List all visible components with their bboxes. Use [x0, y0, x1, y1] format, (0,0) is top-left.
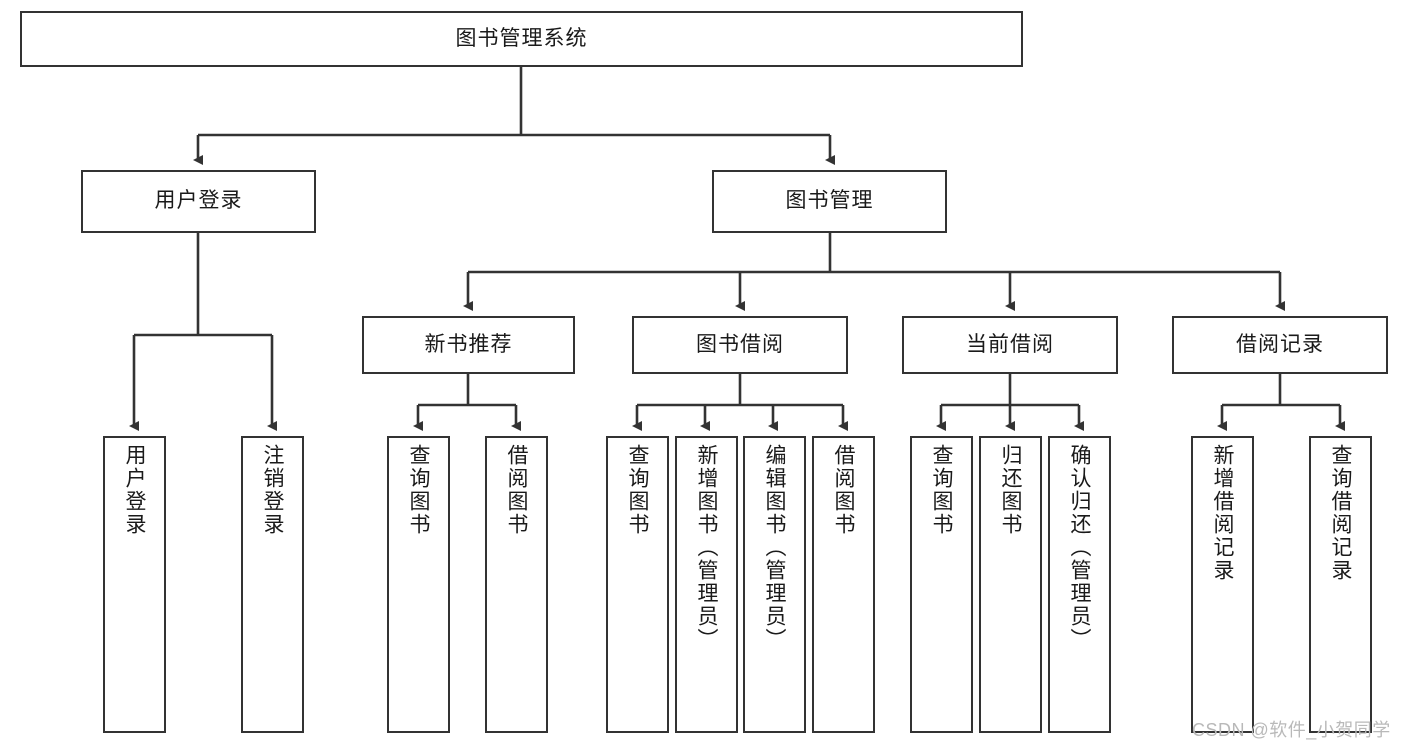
leaf-query-book-borrow-label: 查询图书	[626, 444, 649, 536]
node-current-borrow[interactable]: 当前借阅	[902, 316, 1118, 374]
leaf-query-borrow-record[interactable]: 查询借阅记录	[1309, 436, 1372, 733]
leaf-query-book-newbook[interactable]: 查询图书	[387, 436, 450, 733]
leaf-edit-book-admin-label: 编辑图书（管理员）	[763, 444, 786, 651]
leaf-query-book-current[interactable]: 查询图书	[910, 436, 973, 733]
leaf-logout[interactable]: 注销登录	[241, 436, 304, 733]
leaf-borrow-book-newbook[interactable]: 借阅图书	[485, 436, 548, 733]
leaf-borrow-book[interactable]: 借阅图书	[812, 436, 875, 733]
node-book-borrow[interactable]: 图书借阅	[632, 316, 848, 374]
leaf-borrow-book-label: 借阅图书	[832, 444, 855, 536]
node-root-label: 图书管理系统	[455, 26, 588, 50]
leaf-add-book-admin[interactable]: 新增图书（管理员）	[675, 436, 738, 733]
leaf-query-book-borrow[interactable]: 查询图书	[606, 436, 669, 733]
leaf-borrow-book-newbook-label: 借阅图书	[505, 444, 528, 536]
node-borrow-record[interactable]: 借阅记录	[1172, 316, 1388, 374]
node-user-login-label: 用户登录	[154, 189, 243, 213]
leaf-add-borrow-record[interactable]: 新增借阅记录	[1191, 436, 1254, 733]
node-root[interactable]: 图书管理系统	[20, 11, 1023, 67]
leaf-return-book[interactable]: 归还图书	[979, 436, 1042, 733]
leaf-add-borrow-record-label: 新增借阅记录	[1211, 444, 1234, 582]
node-new-book-recommend-label: 新书推荐	[424, 332, 513, 356]
node-new-book-recommend[interactable]: 新书推荐	[362, 316, 575, 374]
leaf-user-login-label: 用户登录	[123, 444, 146, 536]
node-user-login[interactable]: 用户登录	[81, 170, 316, 233]
node-book-borrow-label: 图书借阅	[696, 332, 784, 356]
leaf-logout-label: 注销登录	[261, 444, 284, 536]
leaf-add-book-admin-label: 新增图书（管理员）	[695, 444, 718, 651]
node-book-management[interactable]: 图书管理	[712, 170, 947, 233]
leaf-edit-book-admin[interactable]: 编辑图书（管理员）	[743, 436, 806, 733]
leaf-user-login[interactable]: 用户登录	[103, 436, 166, 733]
leaf-confirm-return-admin-label: 确认归还（管理员）	[1068, 444, 1091, 651]
node-book-management-label: 图书管理	[785, 189, 874, 213]
leaf-query-book-current-label: 查询图书	[930, 444, 953, 536]
leaf-confirm-return-admin[interactable]: 确认归还（管理员）	[1048, 436, 1111, 733]
leaf-query-borrow-record-label: 查询借阅记录	[1329, 444, 1352, 582]
node-borrow-record-label: 借阅记录	[1236, 332, 1324, 356]
node-current-borrow-label: 当前借阅	[966, 332, 1054, 356]
leaf-query-book-newbook-label: 查询图书	[407, 444, 430, 536]
leaf-return-book-label: 归还图书	[999, 444, 1022, 536]
